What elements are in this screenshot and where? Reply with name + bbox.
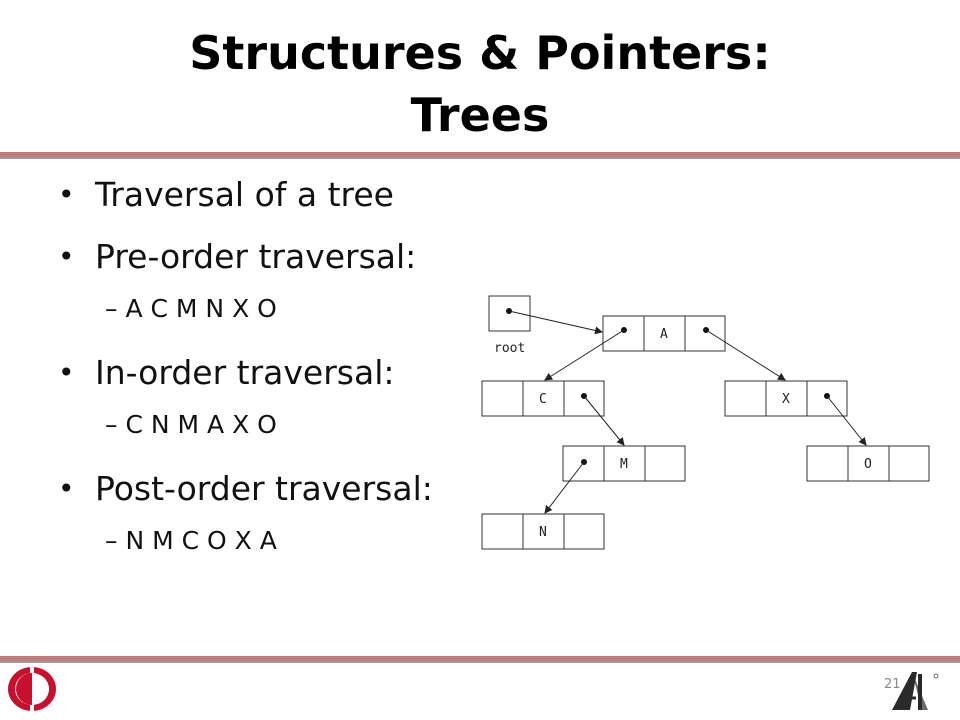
node-label-a: A — [660, 327, 668, 342]
dash-icon: – — [105, 410, 126, 439]
bullet-text: Traversal of a tree — [95, 175, 394, 214]
node-label-c: C — [539, 392, 547, 407]
university-logo-icon — [8, 667, 56, 711]
sub-bullet-item: – N M C O X A — [58, 525, 478, 557]
bullet-item: • In-order traversal: — [58, 353, 478, 393]
bottom-divider — [0, 656, 960, 663]
bullet-item: • Post-order traversal: — [58, 469, 478, 509]
bullet-list: • Traversal of a tree • Pre-order traver… — [58, 175, 478, 585]
dash-icon: – — [105, 294, 126, 323]
tree-node-m — [562, 445, 686, 482]
ai-logo-icon — [892, 672, 939, 710]
node-label-m: M — [620, 457, 628, 472]
bullet-dot-icon: • — [58, 178, 75, 211]
bullet-dot-icon: • — [58, 240, 75, 273]
arrow-a-to-c — [544, 329, 625, 381]
node-boxes — [481, 295, 930, 550]
bullet-dot-icon: • — [58, 356, 75, 389]
bullet-text: Post-order traversal: — [95, 469, 433, 508]
bullet-text: Pre-order traversal: — [95, 237, 417, 276]
bullet-dot-icon: • — [58, 472, 75, 505]
arrow-c-to-m — [583, 395, 625, 446]
bullet-text: In-order traversal: — [95, 353, 395, 392]
root-pointer-box — [488, 295, 531, 332]
page-number: 21 — [884, 677, 901, 692]
sub-bullet-item: – A C M N X O — [58, 293, 478, 325]
node-label-o: O — [864, 457, 872, 472]
dash-icon: – — [105, 526, 126, 555]
tree-node-c — [481, 380, 605, 417]
slide-title: Structures & Pointers: Trees — [0, 22, 960, 146]
tree-node-o — [806, 445, 930, 482]
sub-bullet-text: C N M A X O — [125, 410, 277, 439]
root-label: root — [494, 341, 525, 356]
sub-bullet-item: – C N M A X O — [58, 409, 478, 441]
title-line-2: Trees — [410, 88, 550, 142]
bullet-item: • Traversal of a tree — [58, 175, 478, 215]
node-label-n: N — [539, 525, 547, 540]
arrow-a-to-x — [705, 329, 786, 381]
bullet-item: • Pre-order traversal: — [58, 237, 478, 277]
arrow-x-to-o — [826, 395, 867, 446]
arrow-m-to-n — [544, 461, 585, 514]
pointer-arrows — [508, 310, 867, 514]
title-line-1: Structures & Pointers: — [189, 26, 771, 80]
tree-node-x — [724, 380, 848, 417]
node-label-x: X — [782, 392, 790, 407]
sub-bullet-text: A C M N X O — [125, 294, 277, 323]
pointer-dots — [506, 308, 830, 465]
top-divider — [0, 152, 960, 159]
arrow-root-to-a — [508, 310, 603, 335]
tree-node-n — [481, 513, 605, 550]
tree-node-a — [602, 315, 726, 352]
sub-bullet-text: N M C O X A — [125, 526, 277, 555]
